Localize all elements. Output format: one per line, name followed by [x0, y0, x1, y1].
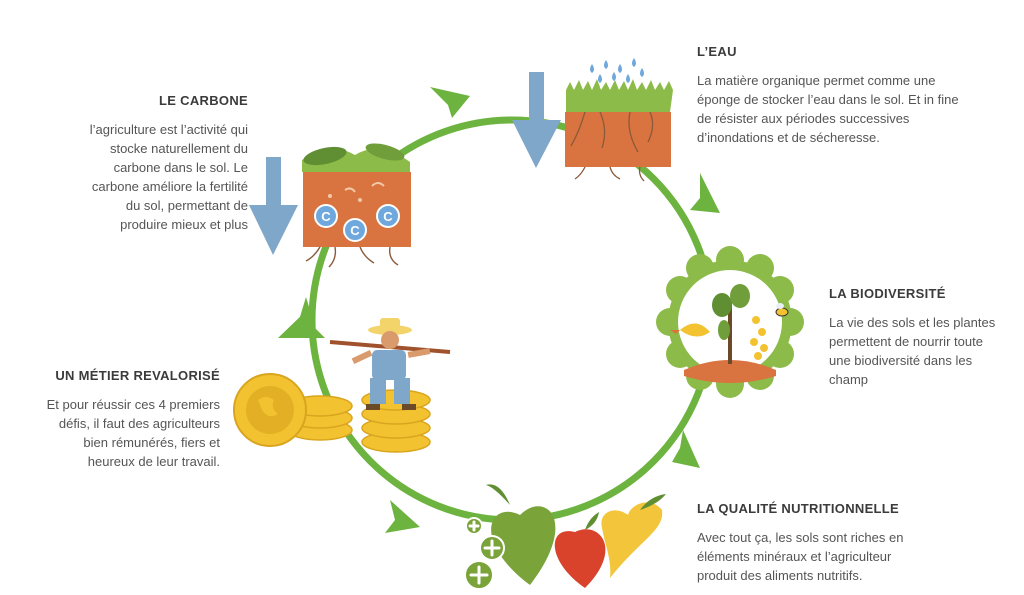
carbon-badge-label: C — [321, 209, 331, 224]
section-title: LE CARBONE — [159, 93, 248, 108]
farmer-on-coins-icon — [233, 318, 451, 453]
water-drop-icon — [590, 58, 644, 83]
carbon-badge-label: C — [383, 209, 393, 224]
section-nutrition: LA QUALITÉ NUTRITIONNELLE Avec tout ça, … — [697, 501, 947, 585]
section-title: UN MÉTIER REVALORISÉ — [55, 368, 220, 383]
biodiversity-bush-icon — [656, 246, 804, 398]
section-text: Avec tout ça, les sols sont riches en él… — [697, 530, 904, 583]
section-title: L’EAU — [697, 44, 737, 59]
carbon-soil-block-icon: C C C — [302, 143, 411, 268]
carbon-badge-icon: C — [343, 218, 367, 242]
down-arrow-icon — [512, 72, 561, 168]
section-text: l’agriculture est l’activité qui stocke … — [89, 122, 248, 232]
bee-icon — [775, 303, 789, 317]
water-soil-block-icon — [565, 58, 673, 182]
carbon-badge-icon: C — [314, 204, 338, 228]
section-text: La matière organique permet comme une ép… — [697, 73, 959, 145]
cycle-chevron-icon — [278, 87, 720, 533]
fruit-hearts-icon — [464, 484, 666, 590]
section-title: LA QUALITÉ NUTRITIONNELLE — [697, 501, 900, 516]
coin-globe-icon — [233, 373, 307, 447]
down-arrow-icon — [249, 157, 298, 255]
section-title: LA BIODIVERSITÉ — [829, 286, 946, 301]
section-eau: L’EAU La matière organique permet comme … — [697, 44, 967, 147]
carbon-badge-label: C — [350, 223, 360, 238]
farmer-figure — [351, 318, 431, 410]
carbon-badge-icon: C — [376, 204, 400, 228]
section-biodiversite: LA BIODIVERSITÉ La vie des sols et les p… — [829, 286, 1019, 389]
section-text: La vie des sols et les plantes permetten… — [829, 315, 996, 387]
section-carbone: LE CARBONE l’agriculture est l’activité … — [40, 93, 248, 234]
section-metier: UN MÉTIER REVALORISÉ Et pour réussir ces… — [10, 368, 220, 471]
section-text: Et pour réussir ces 4 premiers défis, il… — [46, 397, 220, 469]
